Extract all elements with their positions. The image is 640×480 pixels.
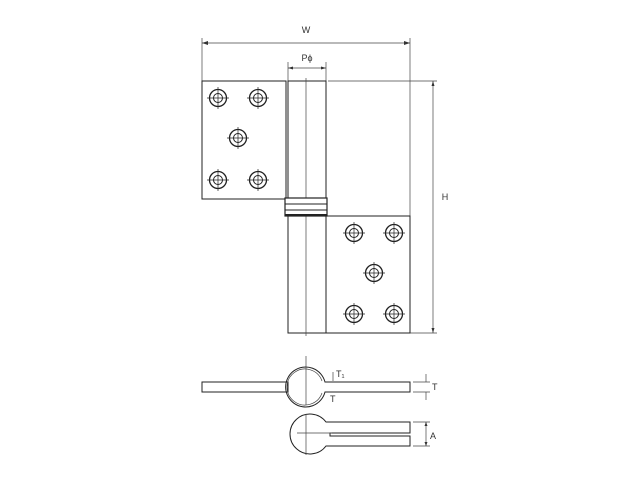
upper-leaf bbox=[201, 80, 287, 200]
screw-hole-icon bbox=[383, 222, 405, 244]
gap-label: A bbox=[430, 431, 436, 441]
height-dimension: H bbox=[326, 80, 449, 334]
screw-hole-icon bbox=[343, 303, 365, 325]
width-label: W bbox=[302, 25, 311, 35]
screw-hole-icon bbox=[343, 222, 365, 244]
side-view-open: T₁ T T bbox=[201, 356, 438, 408]
screw-hole-icon bbox=[207, 169, 229, 191]
screw-hole-icon bbox=[363, 262, 385, 284]
knuckle-ring bbox=[284, 197, 328, 217]
thickness-label: T bbox=[432, 382, 438, 392]
screw-hole-icon bbox=[227, 127, 249, 149]
t-ref-label: T bbox=[330, 394, 336, 404]
pin-diameter-label: Pϕ bbox=[301, 53, 312, 63]
screw-hole-icon bbox=[207, 87, 229, 109]
pin-diameter-dimension: Pϕ bbox=[287, 53, 327, 81]
t1-label: T₁ bbox=[336, 369, 345, 379]
screw-hole-icon bbox=[247, 169, 269, 191]
side-view-closed: A bbox=[289, 413, 436, 455]
lower-leaf bbox=[325, 215, 411, 334]
height-label: H bbox=[442, 192, 449, 202]
screw-hole-icon bbox=[383, 303, 405, 325]
screw-hole-icon bbox=[247, 87, 269, 109]
